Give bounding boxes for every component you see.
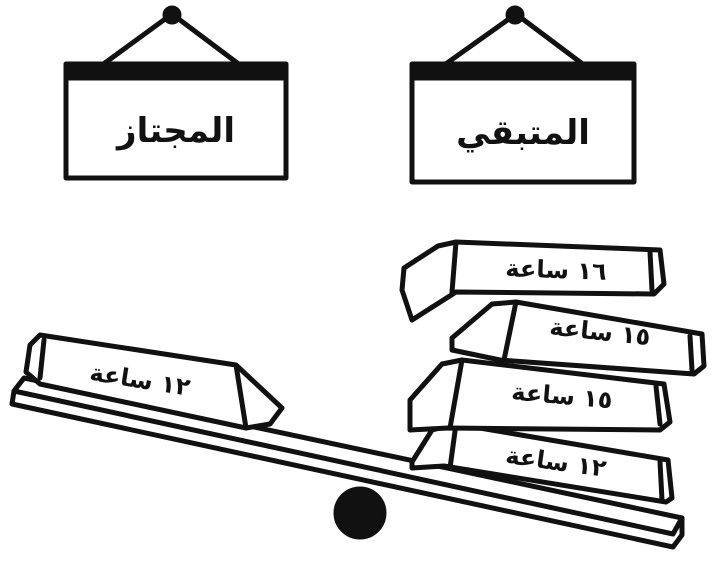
sign-right-label: المتبقي	[456, 113, 590, 153]
sign-left: المجتاز	[66, 7, 286, 178]
sign-left-nail	[164, 7, 180, 23]
sign-right: المتبقي	[412, 7, 634, 182]
sign-left-top-bar	[66, 64, 286, 79]
book-right-2-end-line	[690, 336, 692, 370]
sign-right-top-bar	[412, 64, 634, 79]
sign-right-nail	[507, 7, 523, 23]
pivot-ball	[335, 488, 385, 538]
sign-left-label: المجتاز	[115, 111, 235, 151]
book-right-1-label: ١٦ ساعة	[505, 254, 607, 286]
book-right-4-end-line	[660, 462, 662, 500]
book-right-1-end-line	[650, 252, 652, 290]
